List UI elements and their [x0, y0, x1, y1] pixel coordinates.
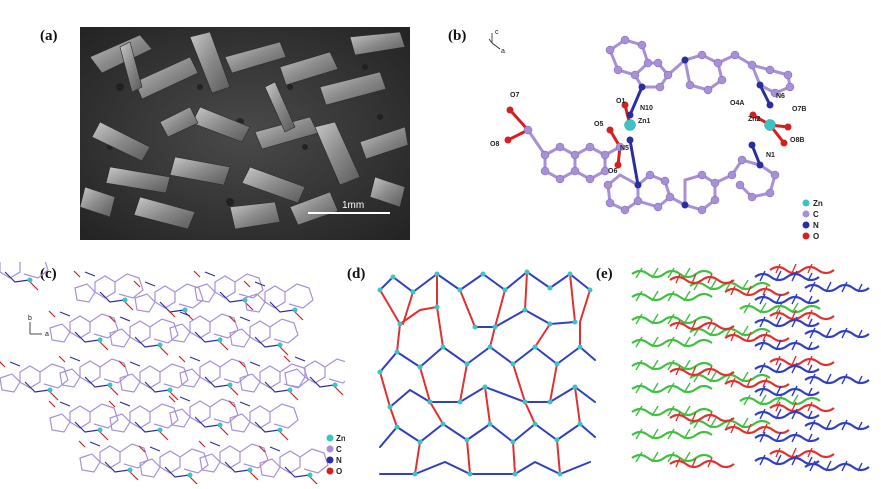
packing-motif	[0, 253, 49, 291]
legend-label-o: O	[336, 467, 342, 476]
atom-label: O6	[608, 168, 617, 175]
packing-diagram: b a	[0, 253, 354, 486]
legend-label-n: N	[813, 221, 819, 230]
axes-indicator-c	[29, 322, 42, 335]
atom-label: O7B	[792, 106, 806, 113]
molecular-structure: c a	[488, 29, 823, 241]
scale-bar	[308, 212, 390, 214]
atom-label: N6	[776, 93, 785, 100]
panel-b-label: (b)	[448, 28, 467, 44]
atom-label: O5	[594, 121, 603, 128]
interpenetration-panel	[630, 262, 878, 482]
legend-label-zn: Zn	[813, 199, 823, 208]
atom-label: O1	[616, 98, 625, 105]
blue-framework	[753, 269, 871, 473]
atom-labels: O7 O8 O1 O5 Zn1 N10 N5 O6 O4A N6 Zn2 O7B…	[490, 92, 806, 175]
oxygen-bonds	[506, 103, 790, 167]
oxygen-atoms	[504, 101, 792, 169]
atom-label: Zn2	[748, 116, 761, 123]
panel-d-label: (d)	[347, 266, 366, 282]
panel-a-label: (a)	[40, 28, 58, 44]
interpenetration-diagram	[630, 262, 871, 473]
axis-label-b: b	[28, 315, 32, 322]
legend-label-c: C	[813, 210, 819, 219]
atom-label: N5	[620, 145, 629, 152]
axis-label-c: c	[495, 29, 499, 36]
legend-label-o: O	[813, 232, 819, 241]
panel-e-label: (e)	[596, 266, 613, 282]
topology-net	[377, 269, 596, 477]
net-nodes	[377, 269, 593, 477]
atom-label: N10	[640, 105, 653, 112]
atom-label: O4A	[730, 100, 744, 107]
atom-label: O8	[490, 141, 499, 148]
packing-panel: b a	[0, 253, 354, 486]
sem-image-panel: 1mm	[79, 27, 410, 240]
legend-label-c: C	[336, 445, 342, 454]
topology-panel	[375, 262, 600, 482]
legend-b: Zn C N O	[802, 199, 823, 241]
legend-label-zn: Zn	[336, 434, 345, 443]
nitrogen-bonds	[628, 83, 772, 187]
carbon-atoms	[523, 35, 795, 215]
axis-label-a: a	[501, 48, 505, 55]
zinc-atoms	[624, 119, 776, 131]
legend-c: Zn C N O	[326, 434, 346, 476]
molecular-structure-panel: c a	[470, 25, 860, 250]
panel-c-label: (c)	[40, 266, 57, 282]
atom-label: O8B	[790, 137, 804, 144]
axes-indicator	[488, 33, 501, 50]
atom-label: N1	[766, 152, 775, 159]
axis-label-a: a	[45, 331, 49, 338]
nitrogen-atoms	[626, 56, 774, 209]
atom-label: O7	[510, 92, 519, 99]
scale-bar-label: 1mm	[342, 200, 364, 211]
atom-label: Zn1	[638, 118, 651, 125]
sem-image: 1mm	[79, 27, 410, 240]
legend-label-n: N	[336, 456, 342, 465]
